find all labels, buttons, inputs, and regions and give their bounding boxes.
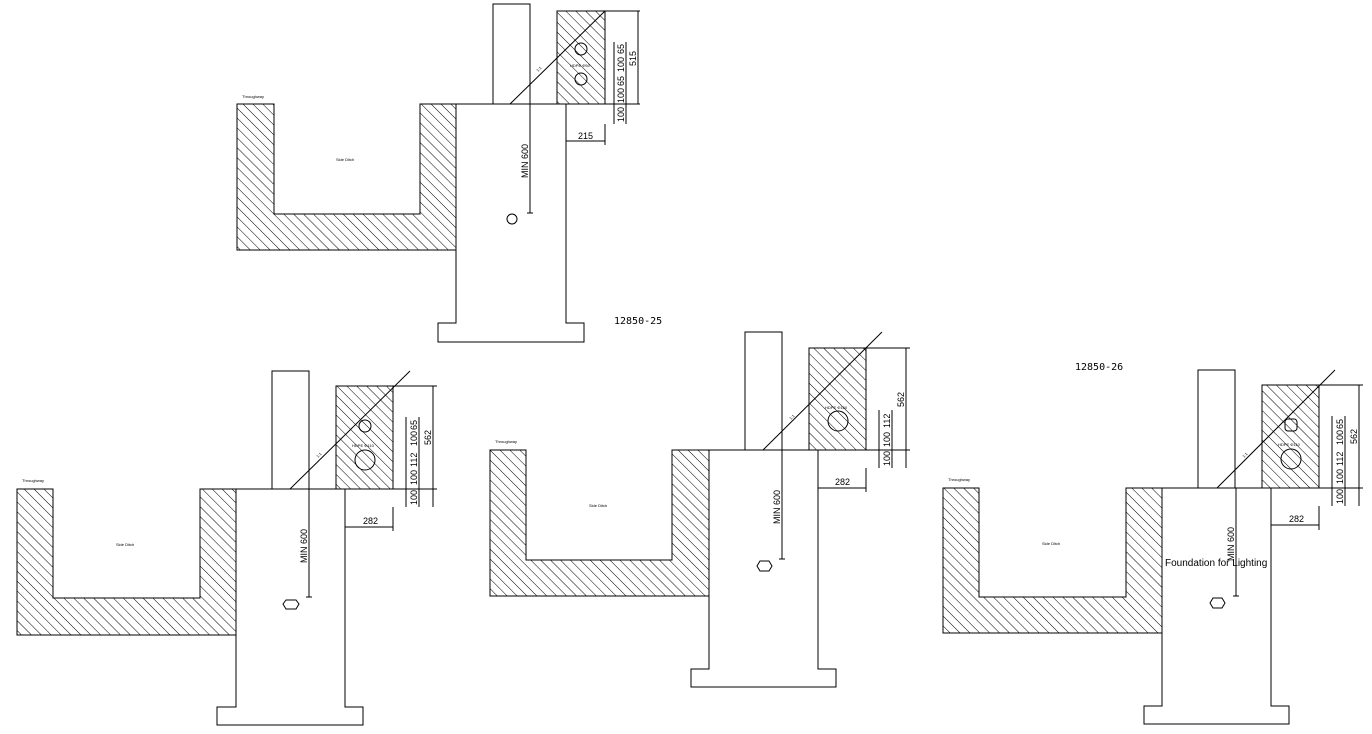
stack-dimension-2: 112 (1335, 452, 1345, 466)
roadway-label: Throughway (242, 94, 264, 99)
slope-line (1216, 369, 1336, 489)
stack-dimension-2: 112 (882, 414, 892, 428)
stack-dimension-3: 100 (409, 431, 419, 446)
ditch-label: Side Ditch (1042, 541, 1060, 546)
slope-label: 1:1 (535, 65, 543, 73)
height-dimension: 562 (1349, 429, 1359, 444)
foundation-caption: Foundation for Lighting (1165, 558, 1267, 569)
height-dimension: 562 (896, 392, 906, 407)
pipe-label: HDPE Φ160 (825, 405, 848, 410)
stack-dimension-3: 100 (616, 57, 626, 72)
duct-pipe (574, 72, 588, 86)
cable-duct-block (335, 385, 394, 490)
slope-label: 1:1 (1241, 451, 1249, 459)
side-ditch-section (489, 449, 710, 597)
height-dimension: 562 (423, 430, 433, 445)
slope-line (289, 370, 411, 490)
height-dimension: 515 (628, 51, 638, 66)
slope-line (509, 10, 606, 105)
detail-bottom-right: Throughway Side Ditch HDPE Φ110 1:1 MIN … (942, 362, 1363, 725)
ditch-label: Side Ditch (116, 542, 134, 547)
depth-label: MIN 600 (299, 529, 309, 563)
ground-rod (506, 213, 518, 225)
width-dimension: 282 (1289, 514, 1304, 524)
duct-pipe (1284, 418, 1298, 432)
slope-label: 1:1 (315, 451, 323, 459)
slope-label: 1:1 (788, 413, 796, 421)
lighting-pole (492, 3, 531, 105)
width-dimension: 282 (363, 516, 378, 526)
roadway-label: Throughway (495, 439, 517, 444)
lighting-pole (1197, 369, 1236, 489)
stack-dimension-0: 100 (1335, 489, 1345, 504)
side-ditch-section (236, 103, 457, 251)
depth-label: MIN 600 (1226, 527, 1236, 561)
cable-duct-block (556, 10, 606, 105)
duct-pipe (1280, 448, 1302, 470)
ground-rod (282, 599, 300, 610)
side-ditch-section (942, 487, 1163, 634)
stack-dimension-3: 100 (1335, 430, 1345, 445)
detail-bottom-middle: Throughway Side Ditch HDPE Φ160 1:1 MIN … (489, 331, 910, 688)
detail-top: Throughway Side Ditch HDPE Φ50 1:1 MIN 6… (236, 3, 662, 343)
stack-dimension-4: 65 (409, 420, 419, 430)
slope-line (762, 331, 883, 451)
width-dimension: 282 (835, 477, 850, 487)
duct-pipe (827, 410, 849, 432)
duct-pipe (574, 42, 588, 56)
stack-dimension-4: 65 (1335, 419, 1345, 429)
stack-dimension-2: 112 (409, 453, 419, 467)
duct-pipe (358, 419, 372, 433)
ground-rod (1209, 597, 1226, 609)
pipe-label: HDPE Φ50 (570, 63, 591, 68)
stack-dimension-0: 100 (409, 490, 419, 505)
stack-dimension-0: 100 (882, 451, 892, 466)
detail-bottom-left: Throughway Side Ditch HDPE Φ110 1:1 MIN … (16, 370, 437, 726)
width-dimension: 215 (578, 131, 593, 141)
stack-dimension-2: 65 (616, 76, 626, 86)
stack-dimension-0: 100 (616, 107, 626, 122)
stack-dimension-1: 100 (1335, 469, 1345, 484)
pipe-label: HDPE Φ110 (1278, 442, 1301, 447)
stack-dimension-4: 65 (616, 44, 626, 54)
roadway-label: Throughway (948, 477, 970, 482)
side-ditch-section (16, 488, 237, 636)
ditch-label: Side Ditch (336, 157, 354, 162)
depth-label: MIN 600 (520, 144, 530, 178)
depth-label: MIN 600 (772, 490, 782, 524)
drawing-number: 12850-26 (1075, 362, 1123, 373)
lighting-pole (271, 370, 310, 490)
roadway-label: Throughway (22, 478, 44, 483)
ditch-label: Side Ditch (589, 503, 607, 508)
drawing-number: 12850-25 (614, 316, 662, 327)
pipe-label: HDPE Φ110 (352, 443, 375, 448)
stack-dimension-1: 100 (882, 432, 892, 447)
lighting-pole (744, 331, 783, 451)
duct-pipe (354, 449, 376, 471)
stack-dimension-1: 100 (616, 88, 626, 103)
cable-duct-block (1261, 384, 1320, 489)
cable-duct-block (808, 347, 867, 451)
stack-dimension-1: 100 (409, 470, 419, 485)
ground-rod (756, 560, 773, 572)
